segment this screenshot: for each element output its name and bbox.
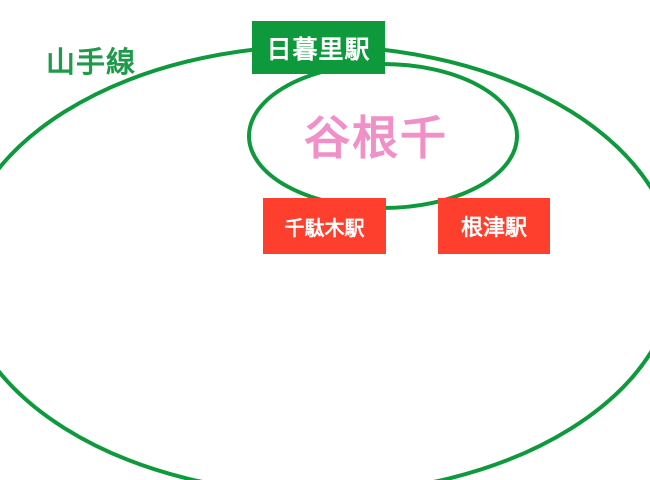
yamanote-line-label: 山手線 [46, 45, 137, 79]
station-sendagi[interactable]: 千駄木駅 [263, 198, 386, 254]
station-nippori[interactable]: 日暮里駅 [252, 21, 385, 74]
station-nezu[interactable]: 根津駅 [438, 198, 550, 254]
yanesen-area-label: 谷根千 [304, 111, 448, 165]
